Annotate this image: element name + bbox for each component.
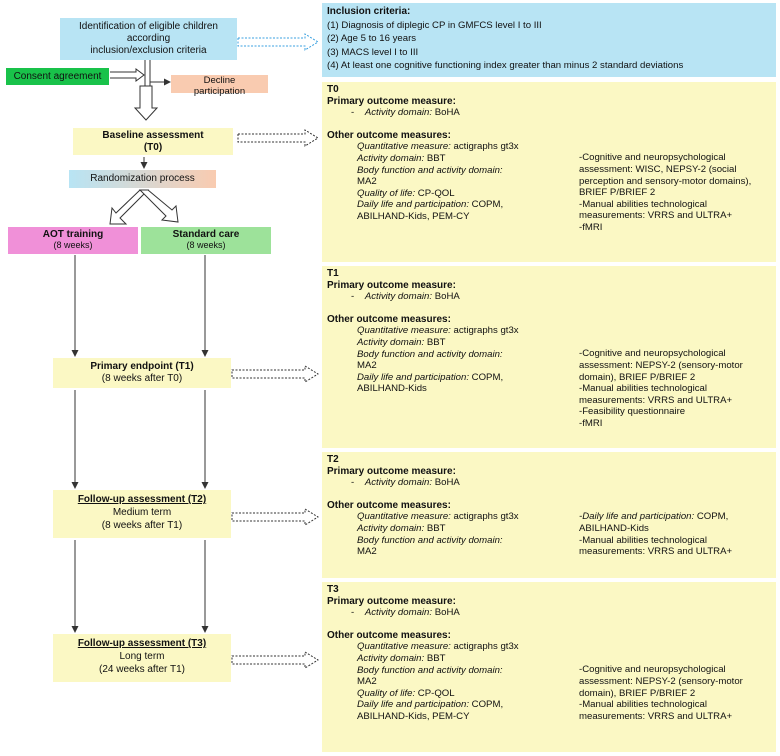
t1-col2: -Cognitive and neuropsychological assess… bbox=[579, 348, 743, 429]
identification-line-2: according bbox=[126, 33, 171, 44]
randomization-box: Randomization process bbox=[69, 170, 216, 188]
t0-other-title: Other outcome measures: bbox=[327, 129, 451, 141]
decline-line-2: participation bbox=[193, 86, 246, 97]
followup-t2-box: Follow-up assessment (T2) Medium term (8… bbox=[53, 490, 231, 538]
t0-primary-title: Primary outcome measure: bbox=[327, 95, 456, 107]
t3-col1: Quantitative measure: actigraphs gt3x Ac… bbox=[357, 641, 519, 722]
followup-t2-title: Follow-up assessment (T2) bbox=[77, 494, 207, 505]
followup-t3-term: Long term bbox=[119, 651, 165, 662]
inclusion-panel: Inclusion criteria: (1) Diagnosis of dip… bbox=[322, 3, 776, 77]
followup-t2-term: Medium term bbox=[112, 507, 172, 518]
inclusion-item: (1) Diagnosis of diplegic CP in GMFCS le… bbox=[327, 19, 542, 31]
t1-other-title: Other outcome measures: bbox=[327, 313, 451, 325]
t1-col1: Quantitative measure: actigraphs gt3x Ac… bbox=[357, 325, 519, 395]
baseline-time: (T0) bbox=[143, 142, 163, 153]
t1-panel: T1 Primary outcome measure: - Activity d… bbox=[322, 266, 776, 448]
followup-t2-time: (8 weeks after T1) bbox=[101, 520, 183, 531]
aot-duration: (8 weeks) bbox=[53, 240, 93, 250]
t1-title: T1 bbox=[327, 268, 339, 279]
standard-box: Standard care (8 weeks) bbox=[141, 227, 271, 254]
aot-title: AOT training bbox=[42, 229, 104, 240]
identification-line-3: inclusion/exclusion criteria bbox=[90, 45, 207, 56]
inclusion-item: (4) At least one cognitive functioning i… bbox=[327, 60, 684, 72]
primary-endpoint-title: Primary endpoint (T1) bbox=[90, 361, 194, 372]
inclusion-item: (2) Age 5 to 16 years bbox=[327, 33, 417, 45]
inclusion-item: (3) MACS level I to III bbox=[327, 46, 419, 58]
t3-other-title: Other outcome measures: bbox=[327, 629, 451, 641]
t2-primary-item: - Activity domain: BoHA bbox=[351, 477, 460, 489]
inclusion-title: Inclusion criteria: bbox=[327, 6, 411, 17]
standard-title: Standard care bbox=[172, 229, 240, 240]
t1-primary-item: - Activity domain: BoHA bbox=[351, 291, 460, 303]
decline-line-1: Decline bbox=[203, 75, 236, 86]
t3-primary-item: - Activity domain: BoHA bbox=[351, 607, 460, 619]
dotted-arrow-inclusion bbox=[237, 33, 319, 51]
t2-title: T2 bbox=[327, 454, 339, 465]
primary-endpoint-time: (8 weeks after T0) bbox=[101, 373, 183, 384]
consent-box: Consent agreement bbox=[6, 68, 109, 85]
t0-title: T0 bbox=[327, 84, 339, 95]
identification-line-1: Identification of eligible children bbox=[79, 21, 218, 32]
t2-col2: -Daily life and participation: COPM, ABI… bbox=[579, 511, 733, 558]
t2-col1: Quantitative measure: actigraphs gt3x Ac… bbox=[357, 511, 519, 558]
followup-t3-box: Follow-up assessment (T3) Long term (24 … bbox=[53, 634, 231, 682]
consent-label: Consent agreement bbox=[13, 71, 102, 82]
t2-panel: T2 Primary outcome measure: - Activity d… bbox=[322, 452, 776, 578]
followup-t3-title: Follow-up assessment (T3) bbox=[77, 638, 207, 649]
followup-t3-time: (24 weeks after T1) bbox=[99, 664, 185, 675]
t2-other-title: Other outcome measures: bbox=[327, 499, 451, 511]
primary-endpoint-box: Primary endpoint (T1) (8 weeks after T0) bbox=[53, 358, 231, 388]
identification-box: Identification of eligible children acco… bbox=[60, 18, 237, 60]
t2-primary-title: Primary outcome measure: bbox=[327, 465, 456, 477]
randomization-label: Randomization process bbox=[90, 173, 195, 184]
t1-primary-title: Primary outcome measure: bbox=[327, 279, 456, 291]
t0-primary-item: - Activity domain: BoHA bbox=[351, 107, 460, 119]
t3-col2: -Cognitive and neuropsychological assess… bbox=[579, 664, 743, 722]
t3-primary-title: Primary outcome measure: bbox=[327, 595, 456, 607]
aot-box: AOT training (8 weeks) bbox=[8, 227, 138, 254]
baseline-title: Baseline assessment bbox=[102, 130, 204, 141]
t0-col2: -Cognitive and neuropsychological assess… bbox=[579, 152, 752, 233]
t3-panel: T3 Primary outcome measure: - Activity d… bbox=[322, 582, 776, 752]
baseline-box: Baseline assessment (T0) bbox=[73, 128, 233, 155]
standard-duration: (8 weeks) bbox=[186, 240, 226, 250]
t3-title: T3 bbox=[327, 584, 339, 595]
t0-panel: T0 Primary outcome measure: - Activity d… bbox=[322, 82, 776, 262]
t0-col1: Quantitative measure: actigraphs gt3x Ac… bbox=[357, 141, 519, 222]
decline-box: Decline participation bbox=[171, 75, 268, 97]
